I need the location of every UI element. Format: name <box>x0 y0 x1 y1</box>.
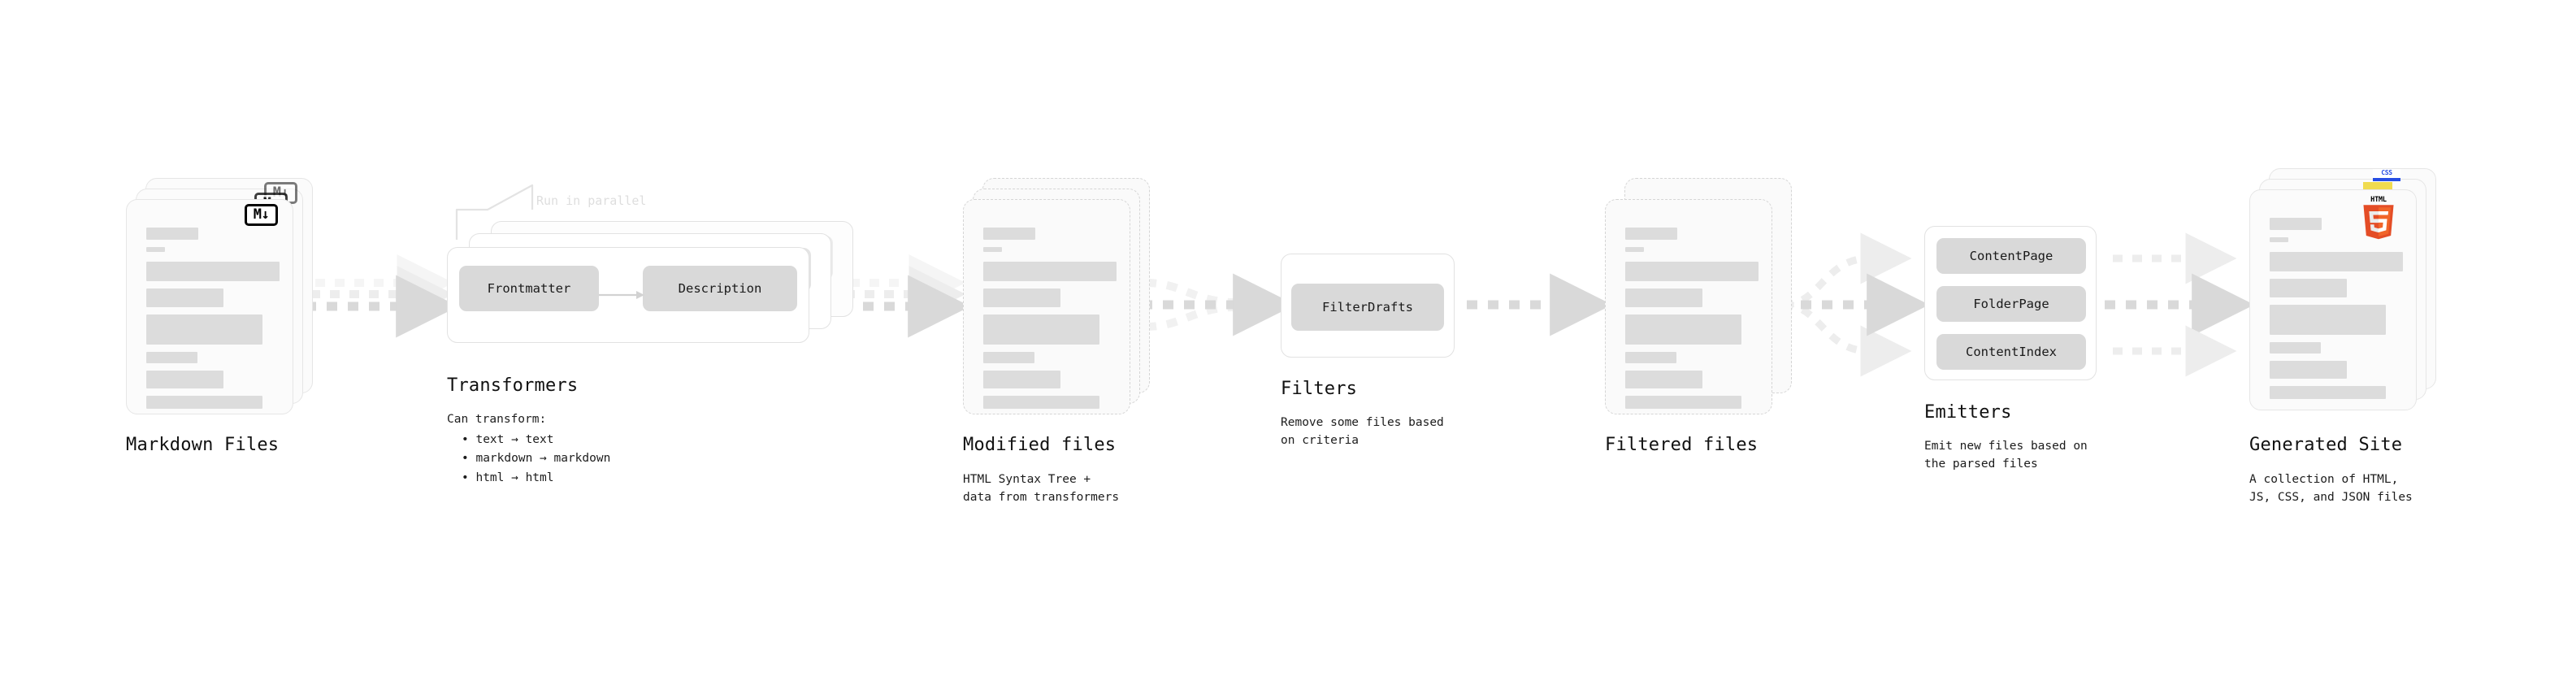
label-markdown-files: Markdown Files <box>126 435 280 455</box>
stage-transformers: Frontmatter Description <box>447 221 853 343</box>
transformer-layer-front: Frontmatter Description <box>447 247 809 343</box>
transformer-chip-frontmatter-label: Frontmatter <box>487 281 571 296</box>
subtitle-emitters: Emit new files based on the parsed files <box>1924 440 2088 471</box>
arrow-modified-to-filters <box>1142 273 1296 336</box>
filter-chip-filterdrafts[interactable]: FilterDrafts <box>1291 284 1444 331</box>
css-icon-label: CSS <box>2381 169 2392 176</box>
stage-emitters: ContentPage FolderPage ContentIndex <box>1924 226 2097 380</box>
html5-icon: HTML <box>2361 197 2396 239</box>
placeholder-lines <box>983 228 1117 416</box>
transformers-bullet-list: • text → text • markdown → markdown • ht… <box>462 431 610 488</box>
transformer-chip-frontmatter[interactable]: Frontmatter <box>459 266 599 311</box>
arrow-markdown-to-transformers <box>306 254 459 338</box>
html5-icon-shield <box>2363 204 2394 239</box>
subtitle-modified-files: HTML Syntax Tree + data from transformer… <box>963 473 1120 504</box>
filter-chip-filterdrafts-label: FilterDrafts <box>1322 300 1413 314</box>
transformer-chip-description[interactable]: Description <box>643 266 797 311</box>
label-emitters: Emitters <box>1924 402 2012 423</box>
arrow-filtered-to-emitters <box>1780 232 1930 377</box>
markdown-icon-letter: M <box>253 206 262 223</box>
label-modified-files: Modified files <box>963 435 1117 455</box>
transformer-chip-description-label: Description <box>678 281 762 296</box>
stage-modified-files <box>963 178 1150 414</box>
subtitle-transformers: Can transform: <box>447 413 547 426</box>
emitter-chip-contentpage-label: ContentPage <box>1969 249 2053 263</box>
transformers-bullet-1: • text → text <box>462 433 554 446</box>
stage-filtered-files <box>1605 178 1792 414</box>
emitter-chip-contentpage[interactable]: ContentPage <box>1936 238 2086 274</box>
document-sheet-front <box>126 199 293 414</box>
label-transformers: Transformers <box>447 375 579 396</box>
stage-markdown-files: M↓ M↓ M↓ <box>126 178 313 414</box>
markdown-icon: M↓ <box>245 204 278 226</box>
stage-generated-site: CSS HTML <box>2249 168 2436 410</box>
stage-filters: FilterDrafts <box>1281 254 1455 358</box>
css-icon: CSS <box>2373 169 2400 181</box>
modified-sheet-front <box>963 199 1130 414</box>
transformer-inner-arrows <box>599 291 644 299</box>
emitter-chip-folderpage[interactable]: FolderPage <box>1936 286 2086 322</box>
emitter-chip-contentindex-label: ContentIndex <box>1966 345 2057 359</box>
label-filtered-files: Filtered files <box>1605 435 1759 455</box>
filters-box: FilterDrafts <box>1281 254 1455 358</box>
subtitle-filters: Remove some files based on criteria <box>1281 416 1444 447</box>
label-filters: Filters <box>1281 379 1358 399</box>
arrow-emitters-to-site <box>2105 232 2255 377</box>
subtitle-generated-site: A collection of HTML, JS, CSS, and JSON … <box>2249 473 2413 504</box>
transformers-bullet-3: • html → html <box>462 471 554 484</box>
html5-icon-label: HTML <box>2370 196 2387 204</box>
emitter-chip-folderpage-label: FolderPage <box>1973 297 2049 311</box>
filtered-sheet-front <box>1605 199 1772 414</box>
label-generated-site: Generated Site <box>2249 435 2403 455</box>
placeholder-lines <box>1625 228 1759 416</box>
note-run-in-parallel: Run in parallel <box>536 193 647 208</box>
emitter-chip-contentindex[interactable]: ContentIndex <box>1936 334 2086 370</box>
placeholder-lines <box>2270 218 2403 406</box>
placeholder-lines <box>146 228 280 416</box>
transformers-bullet-2: • markdown → markdown <box>462 452 611 466</box>
emitters-box: ContentPage FolderPage ContentIndex <box>1924 226 2097 380</box>
